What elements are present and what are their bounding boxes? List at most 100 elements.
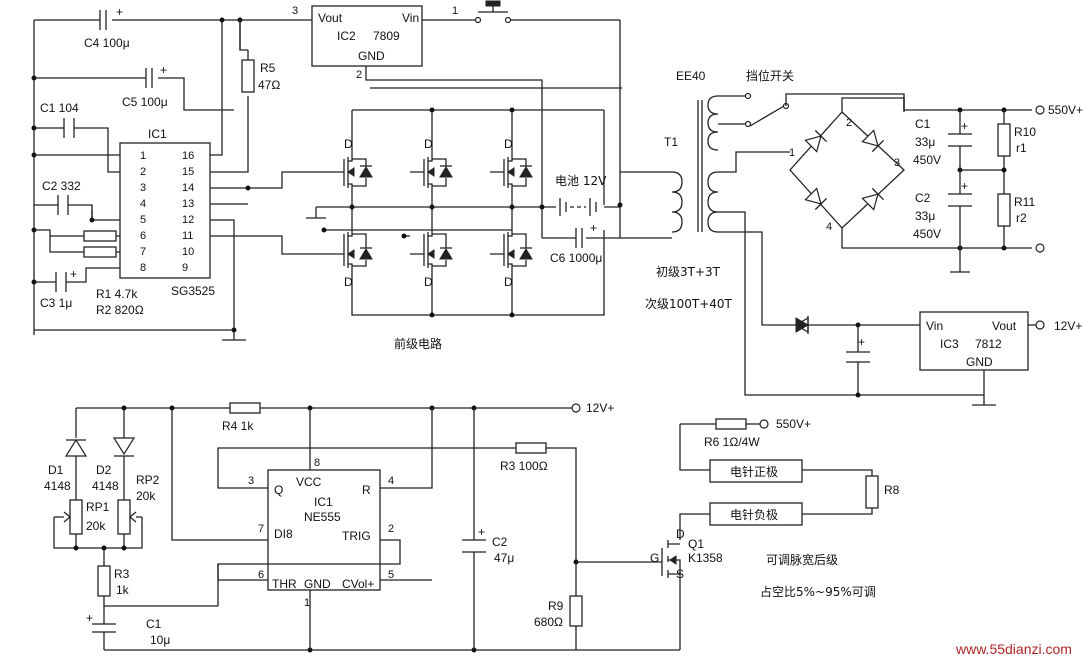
ne555-section: R4 1k 12V+ D1 4148 D2 4148 RP1 20k RP <box>44 401 662 653</box>
ne555-pin7: 7 <box>258 523 264 535</box>
r3-name: R3 <box>114 567 130 581</box>
mosfet-high-3: D <box>503 137 533 190</box>
r9-name: R9 <box>548 599 564 613</box>
ne555-pin5: 5 <box>388 569 394 581</box>
ne555-cvol: CVol+ <box>342 577 374 591</box>
c4-label: C4 100μ <box>84 36 130 50</box>
hv-output-label: 550V+ <box>1048 103 1083 117</box>
c2-332-label: C2 332 <box>42 179 81 193</box>
ic3-vin: Vin <box>926 319 943 333</box>
mosfet-drain-label: D <box>504 275 513 289</box>
ic2-vin: Vin <box>402 11 419 25</box>
secondary-winding: 次级100T+40T <box>645 297 733 311</box>
svg-text:+: + <box>478 525 485 539</box>
mosfet-low-3: D <box>503 230 533 289</box>
bridge-pin3: 3 <box>894 157 900 169</box>
ic1-pin-9: 9 <box>182 262 188 274</box>
ic1-name: IC1 <box>148 127 167 141</box>
sg3525-ic <box>119 142 211 279</box>
duty-cycle-note: 占空比5%~95%可调 <box>760 584 876 599</box>
q1-source: S <box>676 567 684 581</box>
negative-electrode-label: 电针负极 <box>730 507 778 522</box>
c2-47u-name: C2 <box>492 535 508 549</box>
r6-hv-label: 550V+ <box>776 417 811 431</box>
ne555-gnd: GND <box>304 577 331 591</box>
bridge-diode-1 <box>804 129 828 153</box>
watermark: www.55dianzi.com <box>955 641 1072 657</box>
bridge-pin1: 1 <box>789 147 795 159</box>
ic1-model: SG3525 <box>171 284 215 298</box>
battery-section: 电池 12V + C6 1000μ <box>539 174 623 265</box>
r5-resistor <box>241 59 255 93</box>
ne555-q: Q <box>274 483 283 497</box>
ic2-name: IC2 <box>337 29 356 43</box>
front-stage-caption: 前级电路 <box>394 336 442 351</box>
ic1-pin-6: 6 <box>140 230 146 242</box>
ne555-pin3: 3 <box>248 475 254 487</box>
bridge-diode-4 <box>861 187 885 211</box>
c2-hv-value: 33μ <box>915 209 935 223</box>
ic1-pin-15: 15 <box>182 166 194 178</box>
ic1-pin-13: 13 <box>182 198 194 210</box>
battery-label: 电池 12V <box>555 174 607 188</box>
ic1-pin-4: 4 <box>140 198 146 210</box>
ic1-pin-12: 12 <box>182 214 194 226</box>
svg-text:+: + <box>961 179 968 193</box>
transformer-t1: EE40 T1 初级3T+3T 次级100T+40T 挡位开关 <box>620 68 984 396</box>
ne555-pin4: 4 <box>388 475 394 487</box>
mosfet-drain-label: D <box>424 137 433 151</box>
r10-value: r1 <box>1016 141 1027 155</box>
svg-text:+: + <box>160 63 167 77</box>
mosfet-high-2: D <box>423 137 453 190</box>
r10-name: R10 <box>1014 125 1036 139</box>
svg-text:+: + <box>86 611 93 625</box>
rp2-value: 20k <box>136 489 156 503</box>
ic2-pin3: 3 <box>292 5 298 17</box>
primary-winding: 初级3T+3T <box>656 265 721 279</box>
r11-value: r2 <box>1016 211 1027 225</box>
r3-value: 1k <box>116 583 130 597</box>
sg3525-section: + C4 100μ + C5 100μ C1 104 IC1 SG3525 12… <box>31 5 330 341</box>
c1-10u-value: 10μ <box>150 633 170 647</box>
d1-value: 4148 <box>44 479 71 493</box>
r2-label: R2 820Ω <box>96 303 144 317</box>
positive-electrode-label: 电针正极 <box>730 464 778 479</box>
r6-label: R6 1Ω/4W <box>704 435 760 449</box>
rear-12v-label: 12V+ <box>586 401 614 415</box>
c3-label: C3 1μ <box>40 296 72 310</box>
mosfet-drain-label: D <box>344 137 353 151</box>
ne555-pin2: 2 <box>388 523 394 535</box>
ic1-pin-3: 3 <box>140 182 146 194</box>
r3-100-label: R3 100Ω <box>500 459 548 473</box>
r9-resistor <box>569 595 583 627</box>
c5-label: C5 100μ <box>122 95 168 109</box>
d2-value: 4148 <box>92 479 119 493</box>
r3-resistor <box>97 565 111 597</box>
ic3-7812 <box>919 311 1029 371</box>
mosfet-drain-label: D <box>424 275 433 289</box>
positive-electrode[interactable] <box>709 459 803 483</box>
ic2-vout: Vout <box>318 11 343 25</box>
ic3-7812-section: + Vin Vout IC3 7812 GND 12V+ <box>794 311 1082 406</box>
ne555-pin1: 1 <box>304 597 310 609</box>
bridge-diode-3 <box>804 187 828 211</box>
ic1-pin-2: 2 <box>140 166 146 178</box>
rp2-pot <box>117 499 131 535</box>
r5-value: 47Ω <box>258 78 280 92</box>
c1-10u-name: C1 <box>146 617 162 631</box>
q1-model: K1358 <box>688 551 723 565</box>
rp1-name: RP1 <box>86 500 110 514</box>
bridge-diode-2 <box>861 129 885 153</box>
c1-hv-value: 33μ <box>915 135 935 149</box>
c1-hv-voltage: 450V <box>913 153 941 167</box>
q1-name: Q1 <box>688 537 704 551</box>
ne555-name: IC1 <box>314 495 333 509</box>
svg-text:+: + <box>70 267 77 281</box>
ic1-pin-11: 11 <box>182 230 193 242</box>
d2-name: D2 <box>96 463 112 477</box>
ic3-output-label: 12V+ <box>1054 319 1082 333</box>
r4-label: R4 1k <box>222 419 254 433</box>
mosfet-low-1: D <box>343 230 373 289</box>
rp1-pot <box>69 499 83 535</box>
